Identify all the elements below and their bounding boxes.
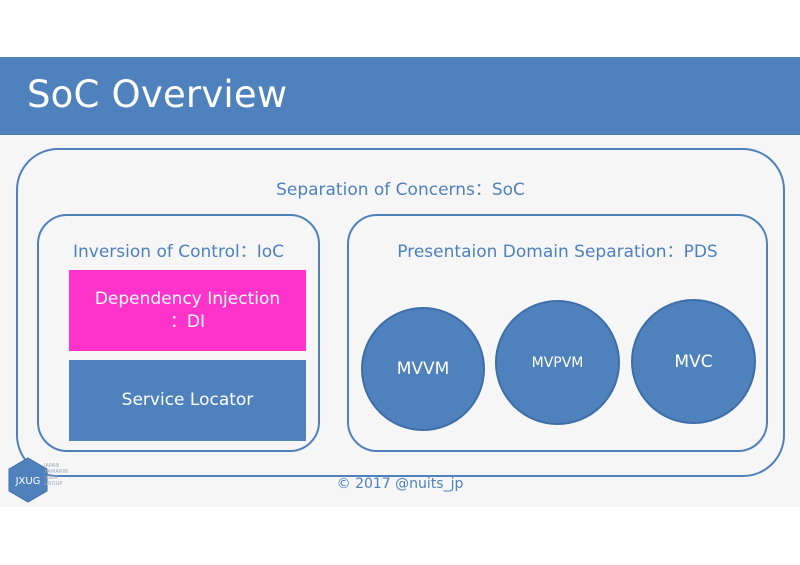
mvpvm-circle: MVPVM xyxy=(495,300,620,425)
pds-label: Presentaion Domain Separation：PDS xyxy=(397,242,718,262)
dependency-injection-box: Dependency Injection ：DI xyxy=(69,270,306,351)
header-bar: SoC Overview xyxy=(0,57,800,135)
logo-caption-line: USER xyxy=(44,475,58,481)
logo-caption: JAPAN XAMARIN USER GROUP xyxy=(44,463,84,487)
ioc-container xyxy=(37,214,320,452)
soc-container xyxy=(16,148,785,477)
slide-title: SoC Overview xyxy=(27,73,288,116)
pds-container xyxy=(347,214,768,452)
mvvm-circle: MVVM xyxy=(361,307,485,431)
logo-text: JXUG xyxy=(15,476,41,487)
copyright-footer: © 2017 @nuits_jp xyxy=(336,476,464,492)
slide: SoC Overview Separation of Concerns：SoC … xyxy=(0,57,800,507)
logo-caption-line: JAPAN xyxy=(44,463,60,469)
mvpvm-label: MVPVM xyxy=(531,354,584,371)
mvc-label: MVC xyxy=(674,351,713,372)
logo-caption-line: GROUP xyxy=(44,481,63,487)
jxug-logo-icon: JXUG xyxy=(8,457,48,503)
soc-label: Separation of Concerns：SoC xyxy=(276,180,525,200)
mvc-circle: MVC xyxy=(631,299,756,424)
dependency-injection-line2: ：DI xyxy=(169,311,206,332)
service-locator-box: Service Locator xyxy=(69,360,306,441)
logo-caption-line: XAMARIN xyxy=(44,469,68,475)
ioc-label: Inversion of Control：IoC xyxy=(73,242,284,262)
service-locator-label: Service Locator xyxy=(121,390,254,411)
mvvm-label: MVVM xyxy=(396,359,450,379)
dependency-injection-line1: Dependency Injection xyxy=(94,288,281,309)
